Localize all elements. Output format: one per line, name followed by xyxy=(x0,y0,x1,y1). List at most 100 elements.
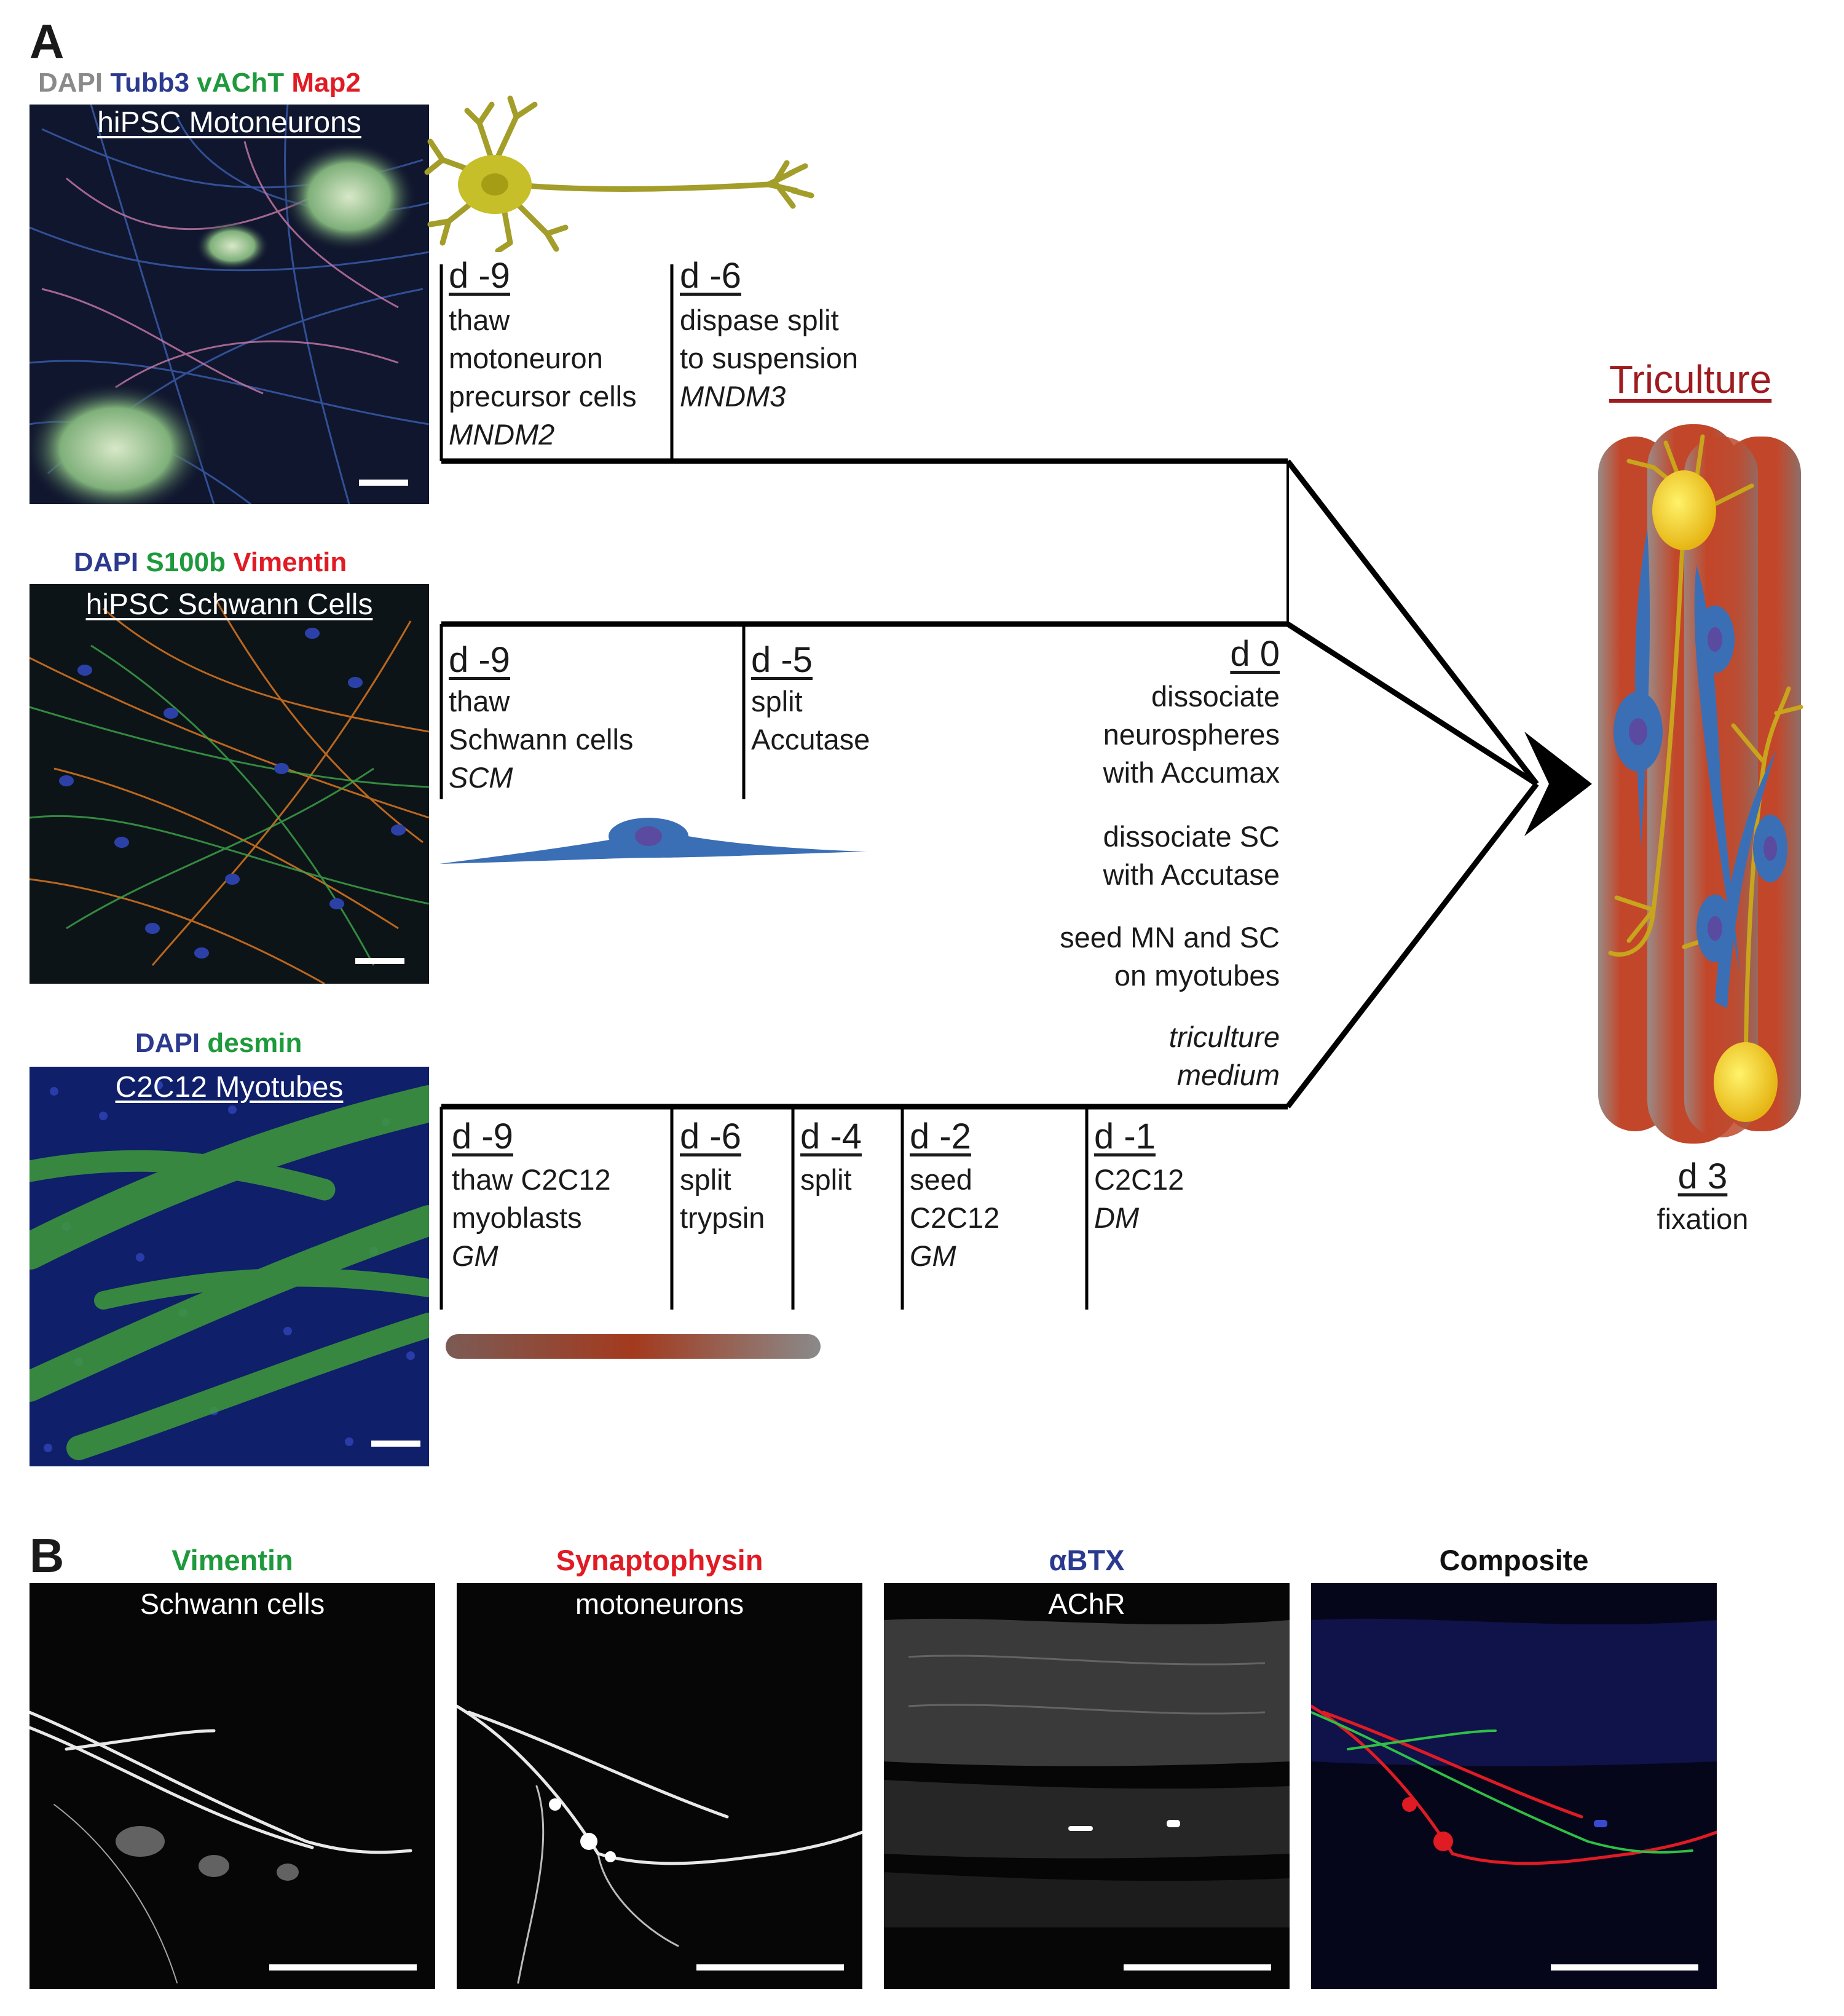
sc-day-0: d -9 xyxy=(449,640,510,680)
scale-bar xyxy=(1124,1964,1271,1971)
schwann-micrograph: hiPSC Schwann Cells xyxy=(30,584,429,984)
day0-medium: triculture medium xyxy=(959,1018,1280,1094)
step-line: precursor cells xyxy=(449,380,637,413)
mn-step-1: dispase split to suspension MNDM3 xyxy=(680,301,858,416)
abtx-micrograph: AChR xyxy=(884,1583,1290,1989)
mt-day-3: d -2 xyxy=(910,1117,971,1156)
mt-day-0: d -9 xyxy=(452,1117,513,1156)
convergence-arrowhead xyxy=(1524,732,1592,836)
step-line: to suspension xyxy=(680,342,859,374)
step-line: trypsin xyxy=(680,1201,765,1234)
b3-caption: AChR xyxy=(1048,1587,1125,1620)
mt-step-2: split xyxy=(800,1161,852,1199)
myotube-illustration xyxy=(446,1334,821,1359)
step-line: myoblasts xyxy=(452,1201,582,1234)
step-line: motoneuron xyxy=(449,342,603,374)
step-line: C2C12 xyxy=(1094,1163,1184,1196)
vimentin-micrograph: Schwann cells xyxy=(30,1583,435,1989)
motoneuron-micrograph: hiPSC Motoneurons xyxy=(30,105,429,504)
day0-label: d 0 xyxy=(1230,634,1280,674)
panel-b-label: B xyxy=(30,1528,65,1583)
scale-bar xyxy=(359,480,408,486)
scale-bar xyxy=(269,1964,417,1971)
sc-step-0: thaw Schwann cells SCM xyxy=(449,682,633,797)
scale-bar xyxy=(696,1964,844,1971)
schwann-title: hiPSC Schwann Cells xyxy=(85,588,373,621)
day0-step-2: seed MN and SC on myotubes xyxy=(959,919,1280,995)
stain-map2: Map2 xyxy=(291,68,361,98)
step-line: split xyxy=(800,1163,852,1196)
b1-caption: Schwann cells xyxy=(140,1587,325,1620)
step-line: seed xyxy=(910,1163,972,1196)
myotube-title: C2C12 Myotubes xyxy=(115,1071,344,1104)
vimentin-art xyxy=(30,1710,417,1983)
sc-day-1: d -5 xyxy=(751,640,813,680)
day0-step-1: dissociate SC with Accutase xyxy=(959,818,1280,894)
step-line: split xyxy=(751,685,803,717)
panel-a-label: A xyxy=(30,14,65,68)
step-medium: MNDM3 xyxy=(680,380,786,413)
step-line: on myotubes xyxy=(1114,959,1280,992)
step-line: with Accutase xyxy=(1103,858,1280,891)
composite-micrograph xyxy=(1311,1583,1717,1989)
stain-vimentin: Vimentin xyxy=(233,547,347,577)
b2-caption: motoneurons xyxy=(575,1587,744,1620)
stain-vacht: vAChT xyxy=(197,68,285,98)
schwann-micrograph-art xyxy=(30,596,429,984)
step-line: medium xyxy=(1176,1059,1280,1091)
mn-day-1: d -6 xyxy=(680,256,741,296)
step-line: C2C12 xyxy=(910,1201,1000,1234)
step-line: Schwann cells xyxy=(449,723,634,756)
stain-s100b: S100b xyxy=(146,547,226,577)
mt-step-4: C2C12 DM xyxy=(1094,1161,1184,1237)
stain-dapi: DAPI xyxy=(38,68,103,98)
step-line: dissociate xyxy=(1151,680,1280,713)
schwann-stain-legend: DAPI S100b Vimentin xyxy=(74,547,347,578)
b2-stain: Synaptophysin xyxy=(556,1544,763,1576)
myotube-stain-legend: DAPI desmin xyxy=(135,1028,302,1059)
motoneuron-micrograph-art xyxy=(30,105,429,504)
triculture-day: d 3 xyxy=(1677,1156,1728,1196)
step-line: neurospheres xyxy=(1103,718,1280,751)
scale-bar xyxy=(371,1441,420,1447)
composite-art xyxy=(1311,1618,1717,1971)
sc-step-1: split Accutase xyxy=(751,682,870,759)
abtx-art xyxy=(884,1618,1290,1971)
schwann-cell-illustration xyxy=(439,818,867,864)
step-line: split xyxy=(680,1163,731,1196)
stain-desmin: desmin xyxy=(207,1028,302,1058)
step-line: dispase split xyxy=(680,304,839,336)
b3-stain: αBTX xyxy=(1049,1544,1125,1576)
step-line: Accutase xyxy=(751,723,870,756)
mn-step-0: thaw motoneuron precursor cells MNDM2 xyxy=(449,301,637,454)
b4-stain: Composite xyxy=(1439,1544,1589,1576)
scale-bar xyxy=(355,958,404,964)
triculture-illustration xyxy=(1598,424,1803,1144)
step-line: with Accumax xyxy=(1103,756,1280,789)
step-medium: MNDM2 xyxy=(449,418,555,451)
day0-step-0: dissociate neurospheres with Accumax xyxy=(959,678,1280,792)
myotube-micrograph-art xyxy=(30,1081,429,1460)
step-line: thaw C2C12 xyxy=(452,1163,611,1196)
stain-dapi: DAPI xyxy=(135,1028,200,1058)
scale-bar xyxy=(1551,1964,1698,1971)
synaptophysin-micrograph: motoneurons xyxy=(457,1583,862,1989)
step-line: thaw xyxy=(449,685,510,717)
step-line: triculture xyxy=(1168,1021,1280,1053)
mt-step-3: seed C2C12 GM xyxy=(910,1161,999,1275)
b1-stain: Vimentin xyxy=(171,1544,293,1576)
mn-day-0: d -9 xyxy=(449,256,510,296)
mt-day-1: d -6 xyxy=(680,1117,741,1156)
motoneuron-stain-legend: DAPI Tubb3 vAChT Map2 xyxy=(38,68,361,98)
triculture-title: Triculture xyxy=(1609,357,1772,401)
mt-day-2: d -4 xyxy=(800,1117,862,1156)
step-medium: GM xyxy=(452,1239,498,1272)
synaptophysin-art xyxy=(457,1704,862,1984)
neuron-illustration xyxy=(424,95,814,252)
step-medium: DM xyxy=(1094,1201,1140,1234)
mt-step-0: thaw C2C12 myoblasts GM xyxy=(452,1161,611,1275)
step-line: seed MN and SC xyxy=(1060,921,1280,954)
mt-day-4: d -1 xyxy=(1094,1117,1156,1156)
stain-dapi: DAPI xyxy=(74,547,139,577)
